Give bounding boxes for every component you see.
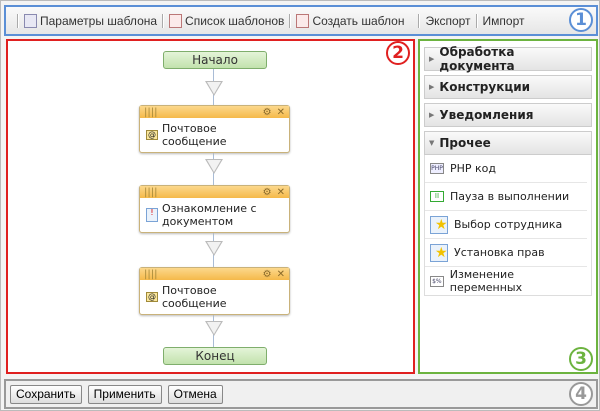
label: Изменение переменных [449,268,523,294]
gear-icon[interactable]: ⚙ [262,186,272,198]
gear-icon[interactable]: ⚙ [262,268,272,280]
insert-point[interactable] [205,321,223,336]
close-icon[interactable]: ✕ [276,106,285,118]
label: Создать шаблон [312,13,405,28]
other-items: PHP PHP код II Пауза в выполнении Выбор со… [424,155,592,296]
marker-2: 2 [386,41,410,65]
separator [475,13,478,28]
save-button[interactable]: Сохранить [10,384,82,404]
chevron-down-icon: ▼ [429,139,435,147]
separator [162,13,165,28]
palette-item-change-variables[interactable]: $% Изменение переменных [425,267,587,295]
new-document-icon [296,13,310,28]
palette-item-pause[interactable]: II Пауза в выполнении [425,183,587,211]
document-alert-icon: ! [146,208,158,222]
marker-3: 3 [569,347,593,371]
label: Конструкции [439,80,531,94]
star-icon [430,215,448,234]
close-icon[interactable]: ✕ [276,186,285,198]
button-bar: Сохранить Применить Отмена [4,379,598,409]
mail-icon: @ [146,292,158,302]
palette-item-php[interactable]: PHP PHP код [425,155,587,183]
marker-1: 1 [569,8,593,32]
drag-handle[interactable]: |||| [144,106,158,118]
template-params-button[interactable]: Параметры шаблона [24,13,158,28]
insert-point[interactable] [205,241,223,256]
activity-block[interactable]: |||| ⚙ ✕ ! Ознакомление с документом [139,185,290,233]
mail-icon: @ [146,130,158,140]
workflow-canvas: Начало |||| ⚙ ✕ @ Почтовое сообщение |||| ⚙ ✕… [6,39,415,374]
close-icon[interactable]: ✕ [276,268,285,280]
settings-icon [24,13,37,28]
insert-point[interactable] [205,81,223,96]
section-document-processing[interactable]: ▶ Обработка документа [424,45,592,73]
toolbar: Параметры шаблона Список шаблонов Создат… [4,5,598,36]
import-button[interactable]: Импорт [482,13,525,28]
block-title: Почтовое сообщение [162,122,227,148]
palette-item-set-permissions[interactable]: Установка прав [425,239,587,267]
drag-handle[interactable]: |||| [144,268,158,280]
chevron-right-icon: ▶ [429,111,435,119]
gear-icon[interactable]: ⚙ [262,106,272,118]
section-notifications[interactable]: ▶ Уведомления [424,103,592,127]
label: Параметры шаблона [40,13,158,28]
separator [289,13,292,28]
section-other[interactable]: ▼ Прочее [424,131,592,155]
cancel-button[interactable]: Отмена [167,384,223,404]
activity-block[interactable]: |||| ⚙ ✕ @ Почтовое сообщение [139,267,290,315]
block-title: Почтовое сообщение [162,284,227,310]
php-icon: PHP [430,163,444,174]
label: Список шаблонов [185,13,285,28]
palette-item-select-employee[interactable]: Выбор сотрудника [425,211,587,239]
export-button[interactable]: Экспорт [425,13,471,28]
insert-point[interactable] [205,159,223,174]
label: Обработка документа [439,45,515,73]
label: Уведомления [439,108,534,122]
pause-icon: II [430,191,444,202]
block-title: Ознакомление с документом [162,202,257,228]
create-template-button[interactable]: Создать шаблон [296,13,405,28]
label: Установка прав [454,246,545,259]
variables-icon: $% [430,275,444,287]
separator [418,13,421,28]
label: Пауза в выполнении [450,190,570,203]
list-icon [169,13,183,28]
label: PHP код [450,162,497,175]
section-constructions[interactable]: ▶ Конструкции [424,75,592,99]
star-icon [430,243,448,262]
end-node[interactable]: Конец [163,347,267,365]
chevron-right-icon: ▶ [429,55,435,63]
label: Выбор сотрудника [454,218,563,231]
label: Прочее [439,136,491,150]
start-node[interactable]: Начало [163,51,267,69]
activity-block[interactable]: |||| ⚙ ✕ @ Почтовое сообщение [139,105,290,153]
template-list-button[interactable]: Список шаблонов [169,13,285,28]
apply-button[interactable]: Применить [87,384,162,404]
chevron-right-icon: ▶ [429,83,435,91]
activity-palette: ▶ Обработка документа ▶ Конструкции ▶ Уведо… [418,39,598,374]
drag-handle[interactable]: |||| [144,186,158,198]
separator [17,13,19,28]
marker-4: 4 [569,382,593,406]
